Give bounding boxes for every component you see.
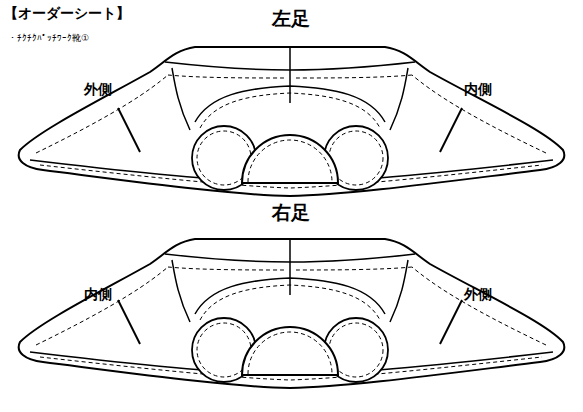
side-label: 外側 bbox=[84, 82, 112, 97]
foot-heading: 左足 bbox=[272, 8, 310, 29]
side-label: 内側 bbox=[464, 82, 492, 97]
product-note: ・ﾁｸﾁｸﾊﾟｯﾁﾜｰｸ靴① bbox=[8, 34, 89, 44]
side-label: 外側 bbox=[464, 287, 492, 302]
sheet-title: 【オーダーシート】 bbox=[4, 6, 130, 21]
side-label: 内側 bbox=[84, 287, 112, 302]
foot-heading: 右足 bbox=[272, 202, 310, 223]
